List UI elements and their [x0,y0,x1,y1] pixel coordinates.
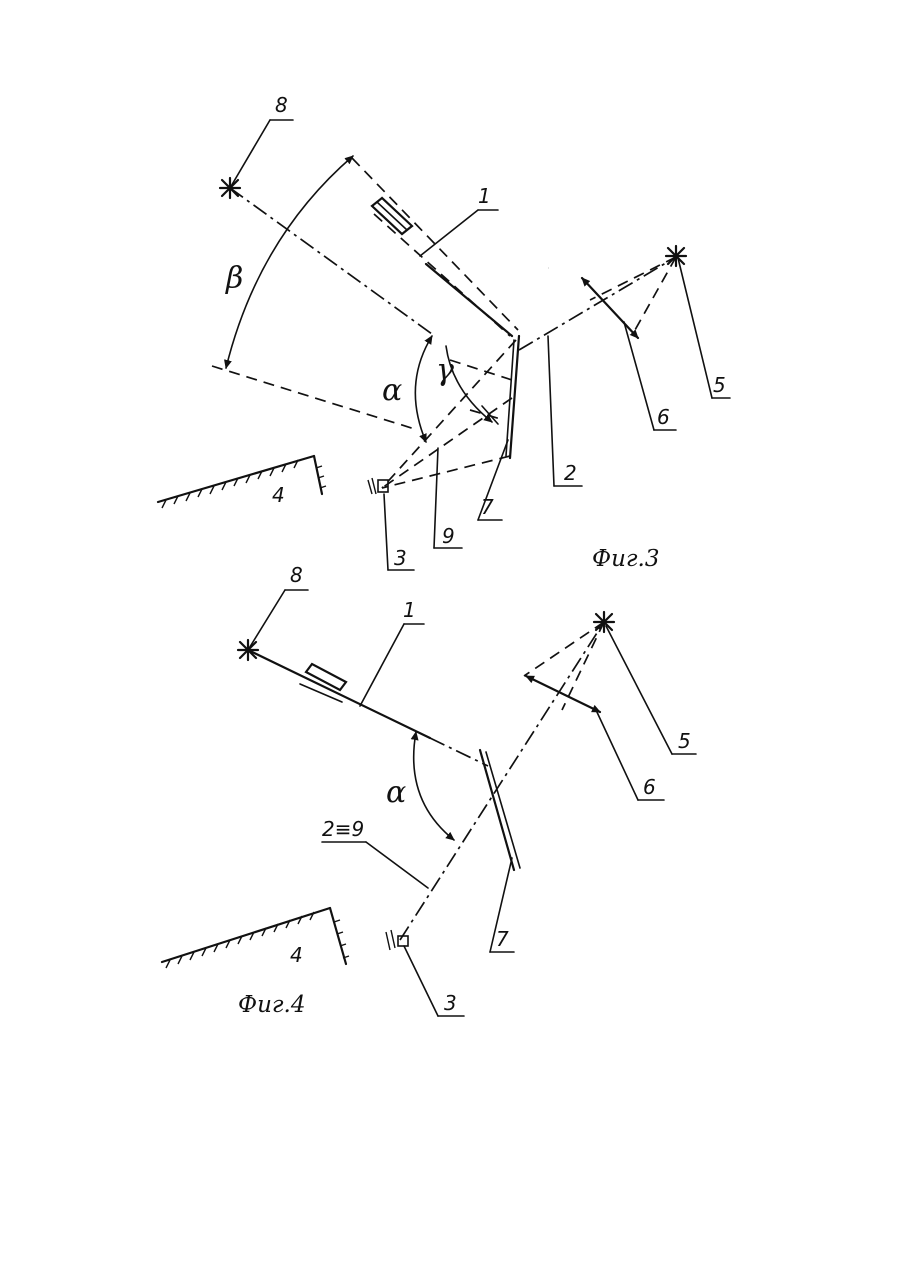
angle-gamma: γ [436,353,454,388]
angle-beta-arc [226,156,353,368]
label-4: 4 [272,483,285,507]
angle-alpha-fig4: α [386,775,406,810]
label-2: 2 [564,461,577,485]
caption-fig-4: Фиг.4 [238,992,305,1018]
caption-fig-3: Фиг.3 [592,546,659,572]
label-8-fig4: 8 [290,563,303,587]
axis-2-9 [400,622,604,940]
label-3-fig4: 3 [444,991,457,1015]
label-1-fig4: 1 [403,598,416,622]
axis-2 [519,257,676,350]
source-5-star-icon-fig4 [594,612,614,632]
label-9: 9 [442,524,455,548]
label-2-9: 2≡9 [322,817,364,841]
angle-alpha: α [382,373,402,408]
lens-6 [582,278,638,338]
leader-1-fig4 [360,624,404,706]
figure-3: 8 1 β 7 2 [158,93,730,572]
leader-3 [384,494,388,570]
label-8: 8 [275,93,288,117]
leader-5 [678,258,712,398]
surface-4-fig4 [162,908,349,968]
leader-8 [230,120,270,188]
source-5-star-icon [666,246,686,266]
label-6-fig4: 6 [643,775,656,799]
leader-3-fig4 [404,946,438,1016]
label-4-fig4: 4 [290,943,303,967]
axis-8 [230,188,432,334]
label-3: 3 [394,546,407,570]
mirror-7-fig4 [480,750,520,870]
leader-2 [548,336,554,486]
leader-6-fig4 [596,710,638,800]
label-7-fig4: 7 [496,927,509,951]
surface-4 [158,456,326,508]
object-1-rect [372,198,412,234]
label-5: 5 [713,373,726,397]
leader-9 [434,448,438,548]
leader-1 [420,210,478,256]
leader-5-fig4 [606,626,672,754]
label-1: 1 [478,184,491,208]
leader-2-9 [366,842,428,888]
angle-beta: β [225,261,243,296]
object-1-rect-fig4 [300,664,346,702]
label-6: 6 [657,405,670,429]
label-5-fig4: 5 [678,729,691,753]
angle-alpha-arc [415,336,432,442]
leader-8-fig4 [248,590,285,650]
label-7: 7 [481,495,494,519]
angle-alpha-arc-fig4 [414,732,454,840]
figure-4: 8 1 7 5 [162,563,696,1018]
